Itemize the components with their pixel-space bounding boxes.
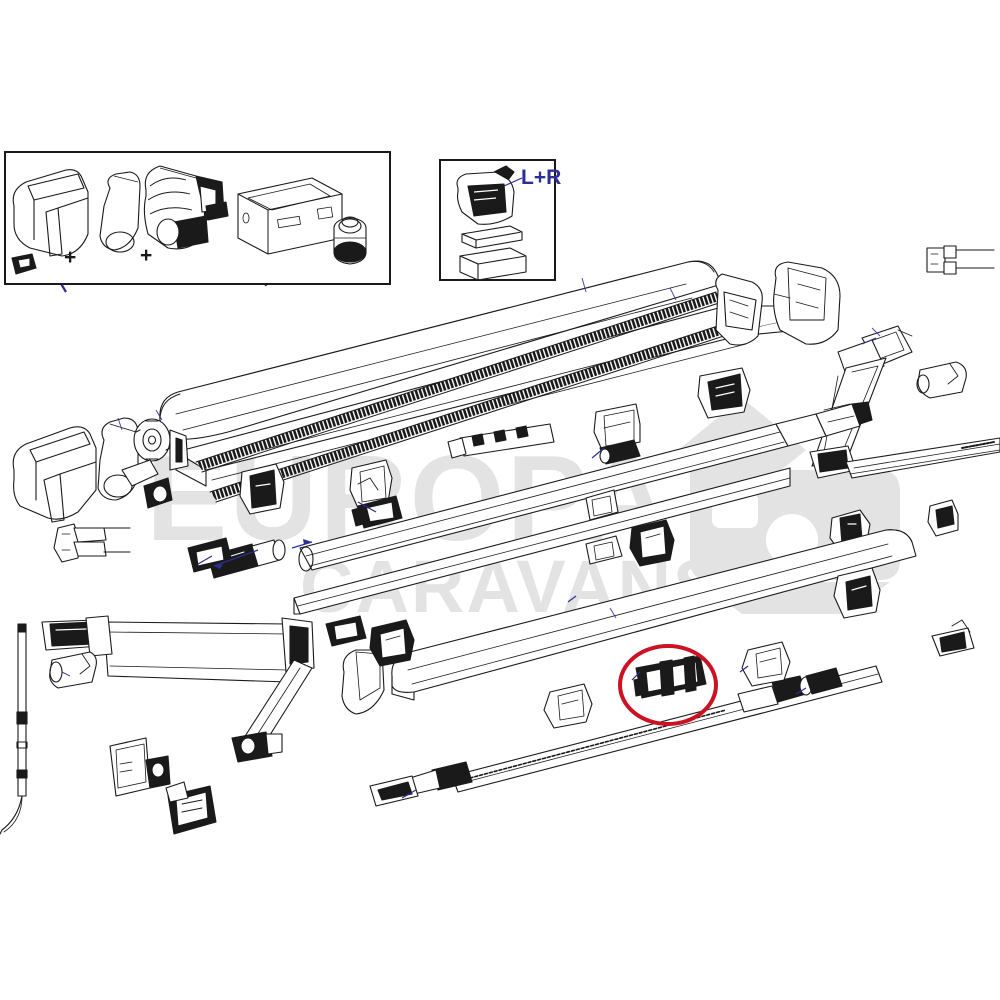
motor-cover-bracket	[99, 171, 141, 253]
wall-mount-bracket-b	[165, 781, 217, 835]
drive-shaft-coupler	[121, 459, 173, 509]
locking-latch	[697, 367, 751, 419]
highlighted-part-circle	[618, 644, 718, 726]
locking-latch	[369, 619, 415, 667]
support-arm-lower	[41, 615, 315, 763]
front-lead-bar	[341, 529, 917, 715]
inset-wall-bracket-kit: L+R	[439, 159, 561, 281]
drive-gear-wheel	[133, 418, 189, 471]
screw-pin-clip	[325, 615, 367, 647]
wall-mount-bracket-a	[543, 683, 593, 729]
locking-latch	[349, 459, 393, 509]
bracket-shim-plate	[461, 225, 523, 249]
crank-handle-rod	[0, 623, 28, 835]
plus-symbol-2: +	[140, 244, 152, 267]
motor-end-cap-cover	[12, 169, 89, 257]
roller-tube	[298, 401, 873, 572]
parts-linework	[0, 245, 1000, 835]
screw-pin-clip	[585, 535, 623, 565]
tension-rafter-tube	[369, 665, 883, 807]
wall-mount-bracket-a	[109, 737, 171, 797]
motor-drive-adapter	[333, 216, 367, 265]
locking-latch	[629, 519, 675, 567]
wall-mount-bracket-b	[741, 641, 791, 687]
control-box	[237, 177, 343, 255]
end-stop-block	[593, 403, 641, 465]
rafter-end-fitting	[931, 619, 975, 657]
roof-mount-adapter	[53, 523, 131, 563]
inset-label-lr: L+R	[521, 166, 561, 189]
fabric-lead-rail	[293, 467, 791, 615]
plus-symbol-1: +	[64, 246, 76, 269]
arm-knuckle-joint	[833, 567, 881, 619]
screw-pin-clip	[239, 463, 285, 515]
right-end-cap-inner	[715, 273, 763, 346]
tube-rail-connector	[926, 245, 995, 275]
small-connector-block	[11, 253, 37, 275]
bracket-spacer-block	[459, 247, 527, 281]
left-end-cap-cover	[12, 426, 97, 523]
awning-case-brush-seal-strip	[195, 291, 737, 503]
wall-mounting-bracket	[456, 165, 515, 225]
screw-pin-clip	[351, 495, 403, 529]
motor-gear-assembly	[143, 165, 229, 250]
inset-motor-kit: + +	[4, 151, 391, 285]
crank-handle-hook	[0, 795, 23, 835]
drive-shaft-coupler	[207, 539, 286, 579]
end-stop-block	[585, 489, 619, 521]
roller-tube-end-plug	[916, 361, 967, 399]
end-stop-block	[927, 499, 959, 537]
tube-rail-connector	[447, 423, 555, 459]
right-end-cap-cover	[773, 261, 841, 345]
left-end-cap-bracket	[97, 417, 139, 501]
roller-tube-support-clamp	[633, 655, 707, 699]
